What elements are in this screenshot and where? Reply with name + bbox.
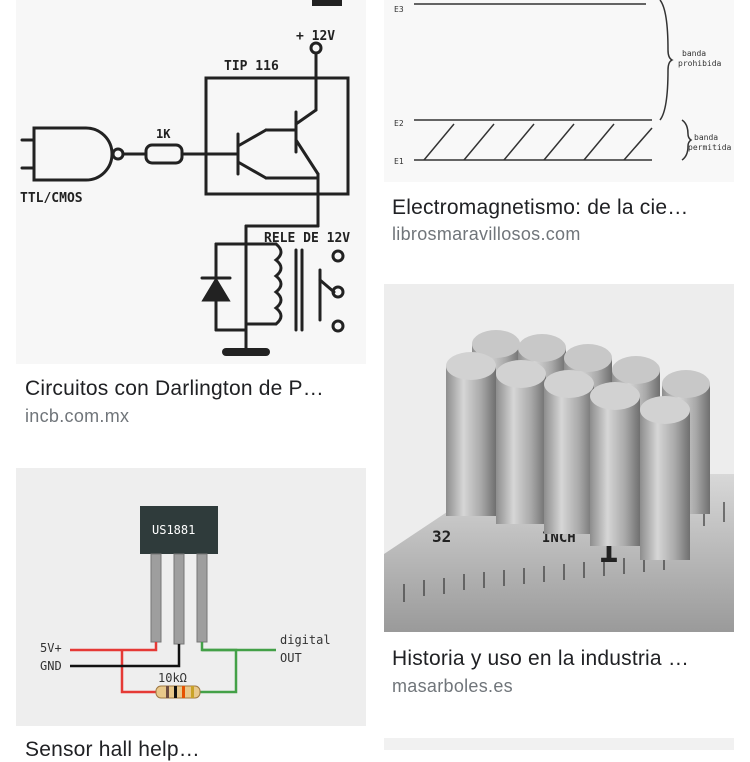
magnet-stack bbox=[446, 330, 710, 560]
label-gap-2: prohibida bbox=[678, 59, 722, 68]
result-thumbnail-electromagnetismo[interactable]: E3 E2 E1 banda prohibida banda permitida bbox=[384, 0, 734, 182]
result-thumbnail-sensor-hall[interactable]: US1881 5V+ GND bbox=[16, 468, 366, 726]
label-vplus: 5V+ bbox=[40, 641, 62, 655]
result-thumbnail-next[interactable] bbox=[384, 738, 734, 750]
label-resistor: 1K bbox=[156, 127, 171, 141]
result-title-electromagnetismo[interactable]: Electromagnetismo: de la cie… bbox=[392, 196, 689, 219]
result-thumbnail-darlington[interactable]: + 12V TIP 116 1K TTL/CMOS RELE DE 12V bbox=[16, 0, 366, 364]
result-title-historia[interactable]: Historia y uso en la industria … bbox=[392, 647, 690, 670]
label-e3: E3 bbox=[394, 5, 404, 14]
label-relay: RELE DE 12V bbox=[264, 231, 350, 246]
energy-band-diagram: E3 E2 E1 banda prohibida banda permitida bbox=[394, 0, 732, 166]
label-chip: US1881 bbox=[152, 523, 195, 537]
resistor-10k bbox=[155, 685, 201, 699]
result-source-darlington[interactable]: incb.com.mx bbox=[25, 406, 130, 426]
magnets-photo: 20 32 INCH 1 bbox=[384, 330, 734, 632]
result-source-historia[interactable]: masarboles.es bbox=[392, 676, 513, 696]
label-out-2: OUT bbox=[280, 651, 302, 665]
label-gap-1: banda bbox=[682, 49, 706, 58]
darlington-circuit-diagram: + 12V TIP 116 1K TTL/CMOS RELE DE 12V bbox=[20, 0, 350, 356]
result-title-sensor-hall[interactable]: Sensor hall help… bbox=[25, 738, 200, 761]
result-source-electromagnetismo[interactable]: librosmaravillosos.com bbox=[392, 224, 581, 244]
result-title-darlington[interactable]: Circuitos con Darlington de P… bbox=[25, 377, 324, 400]
label-input: TTL/CMOS bbox=[20, 191, 83, 206]
label-out-1: digital bbox=[280, 633, 331, 647]
label-allowed-2: permitida bbox=[688, 143, 732, 152]
result-thumbnail-historia[interactable]: 20 32 INCH 1 bbox=[384, 284, 734, 632]
label-e2: E2 bbox=[394, 119, 404, 128]
label-voltage: + 12V bbox=[296, 29, 335, 44]
label-resistor: 10kΩ bbox=[158, 671, 187, 685]
sensor-chip bbox=[140, 506, 218, 554]
label-e1: E1 bbox=[394, 157, 404, 166]
label-allowed-1: banda bbox=[694, 133, 718, 142]
label-transistor: TIP 116 bbox=[224, 59, 279, 74]
label-gnd: GND bbox=[40, 659, 62, 673]
label-ruler-2: 32 bbox=[432, 527, 451, 546]
hall-sensor-diagram: US1881 5V+ GND bbox=[40, 506, 331, 699]
